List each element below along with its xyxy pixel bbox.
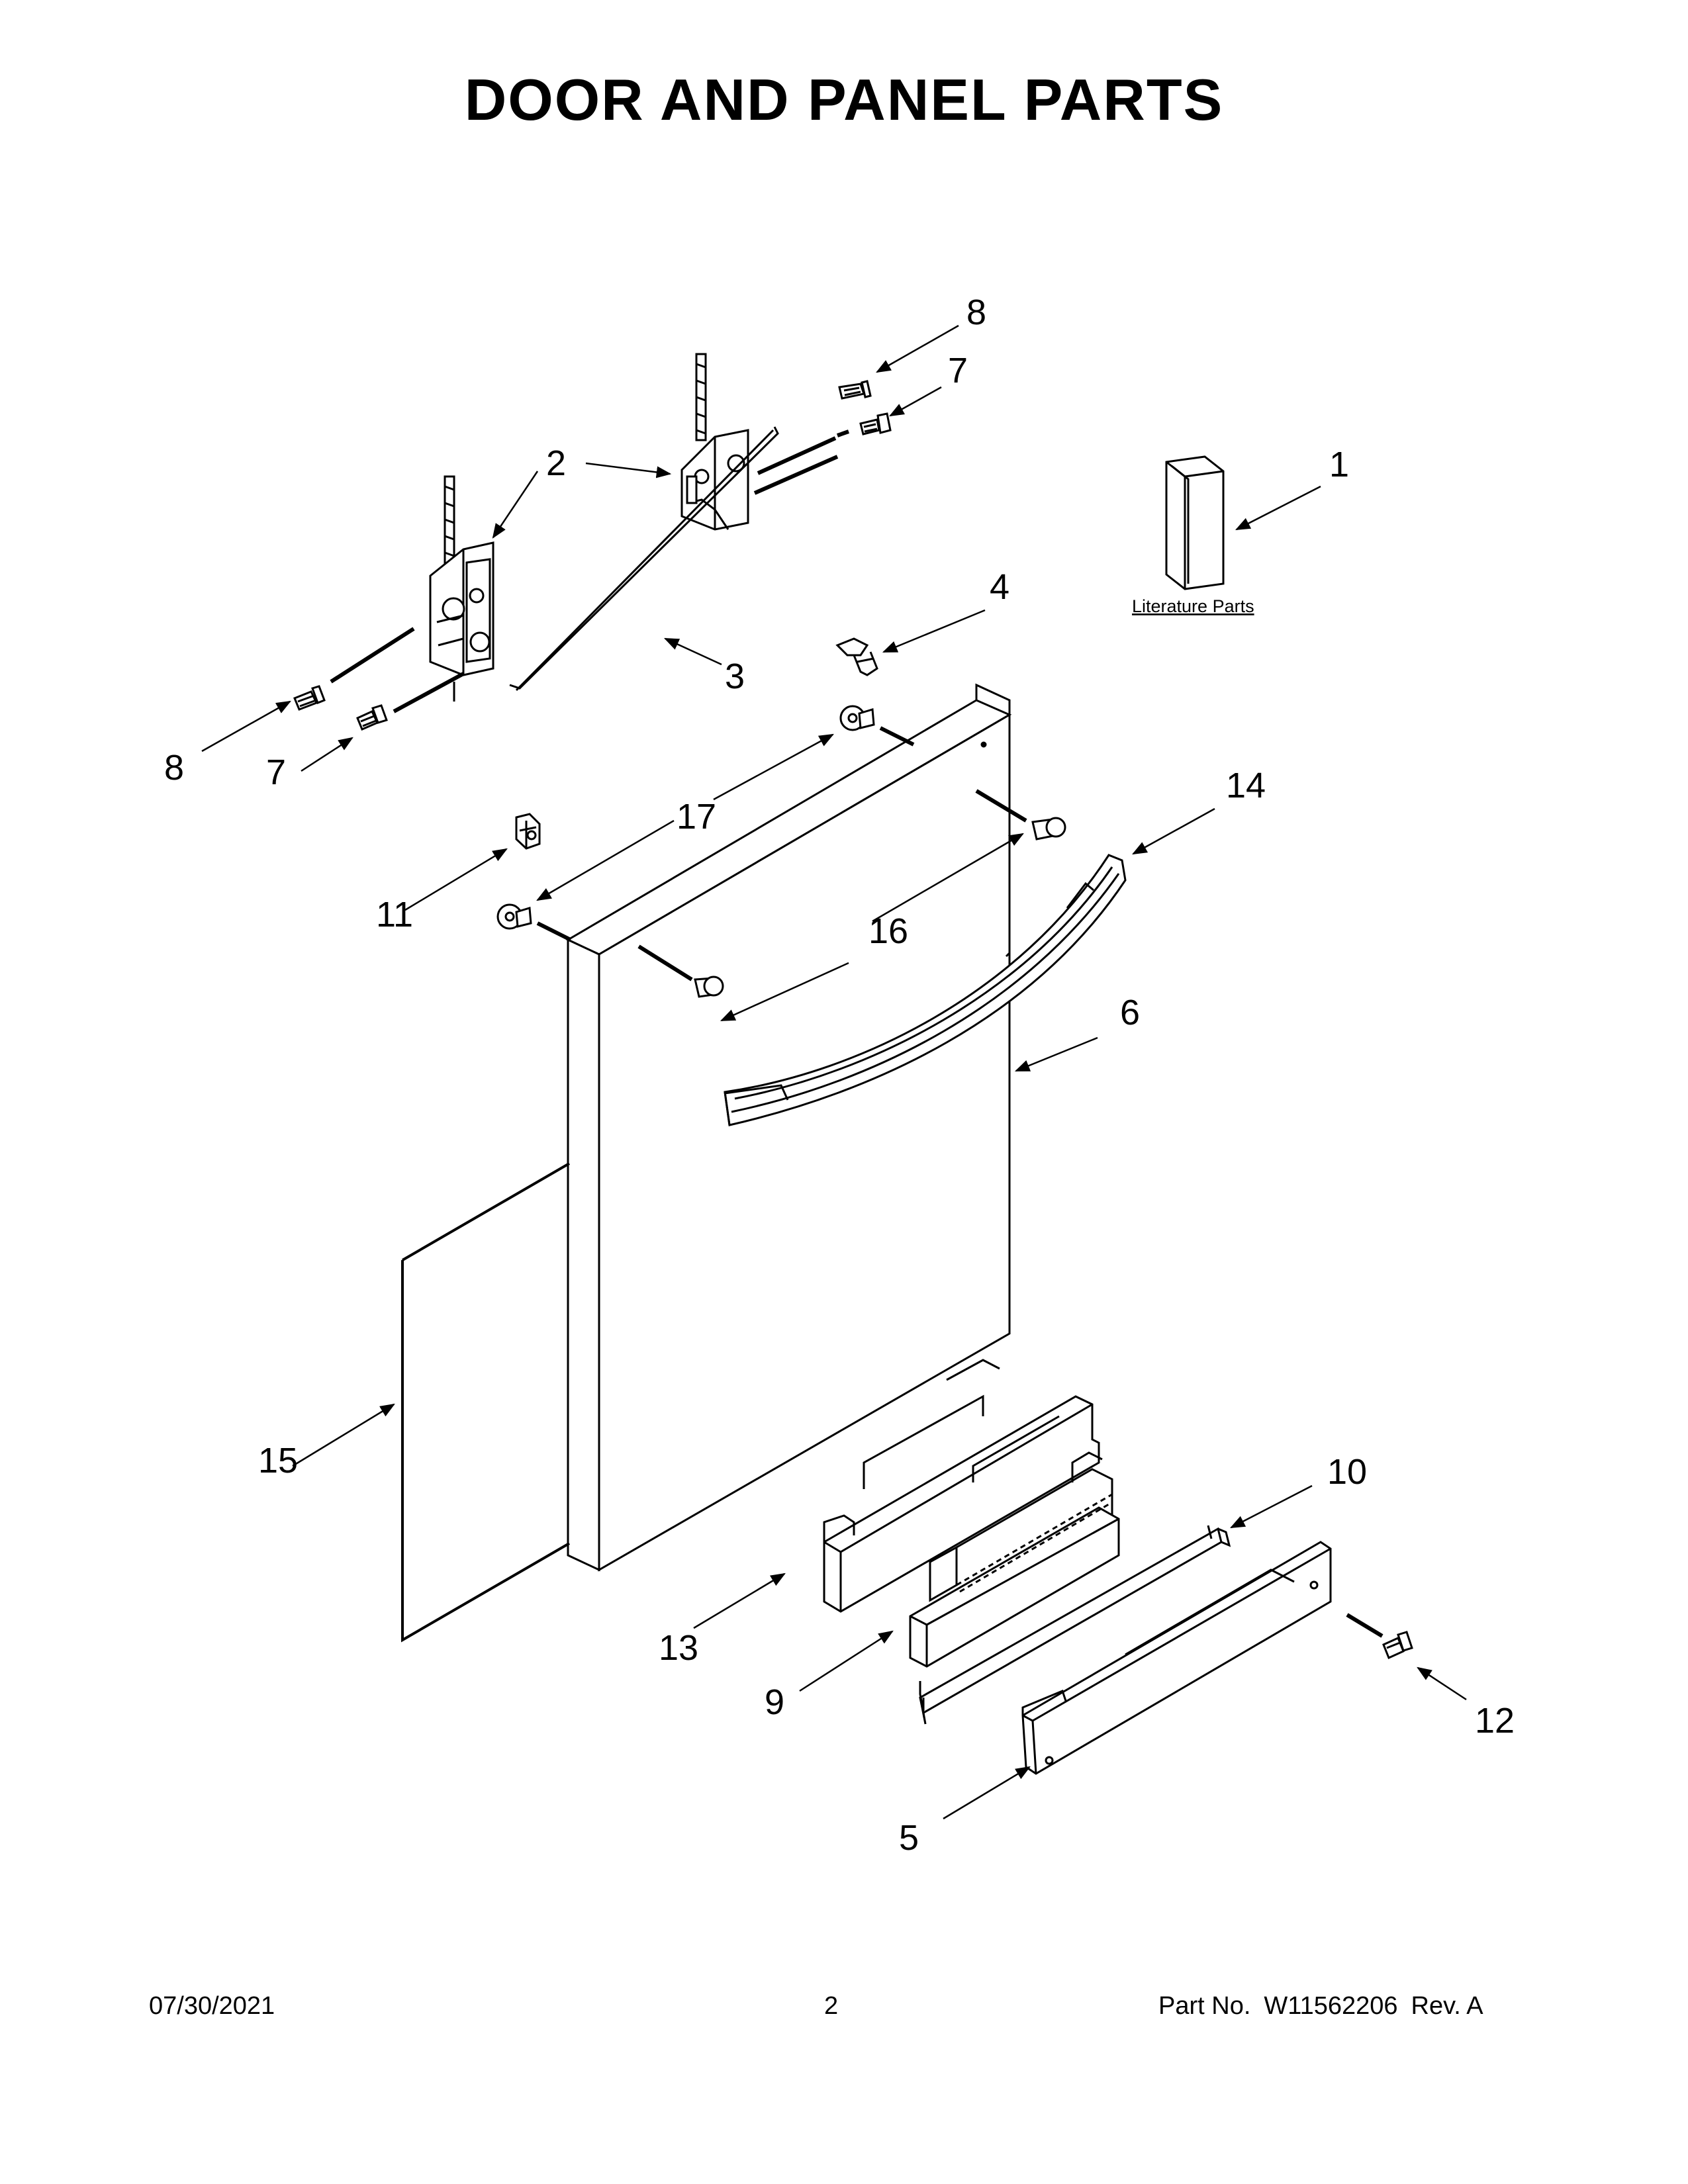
page-title: DOOR AND PANEL PARTS	[464, 67, 1224, 132]
revision: Rev. A	[1411, 1992, 1483, 2020]
footer-part-number: Part No. W11562206 Rev. A	[1158, 1992, 1497, 2021]
screw-8-top	[838, 380, 872, 400]
callout-1: 1	[1329, 445, 1349, 484]
screw-12	[1382, 1631, 1413, 1660]
callout-12: 12	[1475, 1701, 1515, 1741]
callout-2: 2	[546, 443, 566, 483]
insulation-block-13	[823, 1359, 1100, 1613]
right-hinge	[680, 353, 749, 531]
callout-5: 5	[899, 1818, 919, 1858]
insulation-pad	[401, 1162, 571, 1643]
footer-page-number: 2	[824, 1992, 839, 2020]
part-11-switch	[515, 813, 541, 850]
callout-13: 13	[659, 1628, 698, 1668]
callout-7-top: 7	[948, 351, 968, 390]
part-4-clip	[835, 637, 878, 676]
callout-17: 17	[677, 797, 716, 837]
left-hinge	[429, 475, 494, 702]
bracket-10	[919, 1525, 1231, 1725]
leader-arrows	[201, 324, 1467, 1820]
part-label: Part No.	[1158, 1992, 1251, 2020]
screw-16-right	[1031, 817, 1066, 841]
door-handle	[724, 854, 1127, 1126]
callout-8-top: 8	[966, 293, 986, 332]
callout-labels: 8 7 2 1 4 3 8 7 14 17 11 16 6 15 10 13 9…	[164, 293, 1515, 1858]
door-panel	[565, 683, 1012, 1572]
literature-parts-label: Literature Parts	[1132, 596, 1254, 616]
callout-4: 4	[990, 567, 1009, 607]
callout-15: 15	[258, 1441, 298, 1480]
screw-16-left	[694, 976, 724, 998]
part-number: W11562206	[1264, 1992, 1398, 2020]
screw-7-left	[356, 704, 388, 731]
callout-9: 9	[765, 1682, 784, 1722]
toe-panel	[1021, 1541, 1332, 1775]
bumper-17-right	[839, 705, 875, 731]
callout-14: 14	[1226, 766, 1266, 805]
literature-parts	[1165, 455, 1225, 590]
callout-11: 11	[376, 895, 413, 934]
insulation-block-9	[909, 1451, 1120, 1668]
screw-8-left	[293, 685, 326, 711]
door-cable	[509, 426, 779, 692]
callout-16: 16	[868, 911, 908, 951]
callout-10: 10	[1327, 1452, 1367, 1492]
bumper-17-left	[496, 903, 532, 930]
callout-7-left: 7	[266, 752, 286, 792]
explosion-lines	[330, 430, 1383, 1638]
callout-3: 3	[725, 657, 745, 696]
screw-7-top	[859, 412, 892, 435]
callout-6: 6	[1120, 993, 1140, 1032]
callout-8-left: 8	[164, 748, 184, 788]
footer-date: 07/30/2021	[149, 1992, 275, 2020]
